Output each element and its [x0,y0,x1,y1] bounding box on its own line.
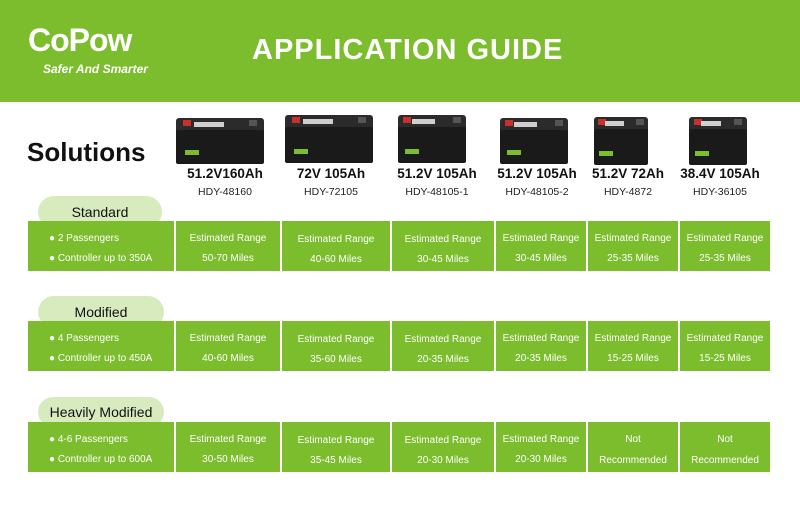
cell-divider [494,221,496,271]
cell-divider [280,221,282,271]
product-code: HDY-48105-2 [505,186,569,198]
feature-controller: ● Controller up to 600A [49,454,153,465]
cell-divider [678,221,680,271]
solutions-heading: Solutions [27,137,146,167]
category-label: Standard [71,204,129,220]
cell-divider [586,321,588,371]
cell-divider [174,321,176,371]
page-title: APPLICATION GUIDE [252,34,564,66]
cell-divider [280,422,282,472]
cell-divider [586,221,588,271]
range-row-modified: ● 4 Passengers ● Controller up to 450A E… [28,321,770,371]
cell-divider [390,221,392,271]
cell-divider [678,321,680,371]
cell-divider [494,321,496,371]
product-code: HDY-36105 [693,186,747,198]
battery-image-5 [594,117,648,165]
cell-divider [280,321,282,371]
cell-divider [174,221,176,271]
product-code: HDY-4872 [603,186,653,198]
product-name: 72V 105Ah [296,166,366,181]
product-name: 51.2V 105Ah [497,166,577,181]
battery-image-4 [500,118,568,164]
feature-passengers: ● 4 Passengers [49,333,119,344]
feature-controller: ● Controller up to 350A [49,253,153,264]
category-label: Modified [74,304,128,320]
header-banner: CoPow Safer And Smarter APPLICATION GUID… [0,0,800,102]
cell-divider [678,422,680,472]
product-name: 38.4V 105Ah [680,166,760,181]
cell-divider [586,422,588,472]
battery-image-2 [285,115,373,163]
product-name: 51.2V160Ah [187,166,263,181]
battery-image-6 [689,117,747,165]
category-label: Heavily Modified [49,404,153,420]
product-name: 51.2V 72Ah [591,166,665,181]
brand-tagline: Safer And Smarter [43,62,148,76]
product-code: HDY-48105-1 [405,186,469,198]
cell-divider [494,422,496,472]
cell-divider [390,422,392,472]
battery-image-1 [176,118,264,164]
product-code: HDY-72105 [304,186,358,198]
battery-image-3 [398,115,466,163]
feature-controller: ● Controller up to 450A [49,353,153,364]
brand-logo: CoPow [28,22,132,58]
feature-passengers: ● 2 Passengers [49,233,119,244]
product-code: HDY-48160 [198,186,252,198]
cell-divider [390,321,392,371]
range-row-heavily-modified: ● 4-6 Passengers ● Controller up to 600A… [28,422,770,472]
range-row-standard: ● 2 Passengers ● Controller up to 350A E… [28,221,770,271]
feature-passengers: ● 4-6 Passengers [49,434,128,445]
cell-divider [174,422,176,472]
product-name: 51.2V 105Ah [397,166,477,181]
